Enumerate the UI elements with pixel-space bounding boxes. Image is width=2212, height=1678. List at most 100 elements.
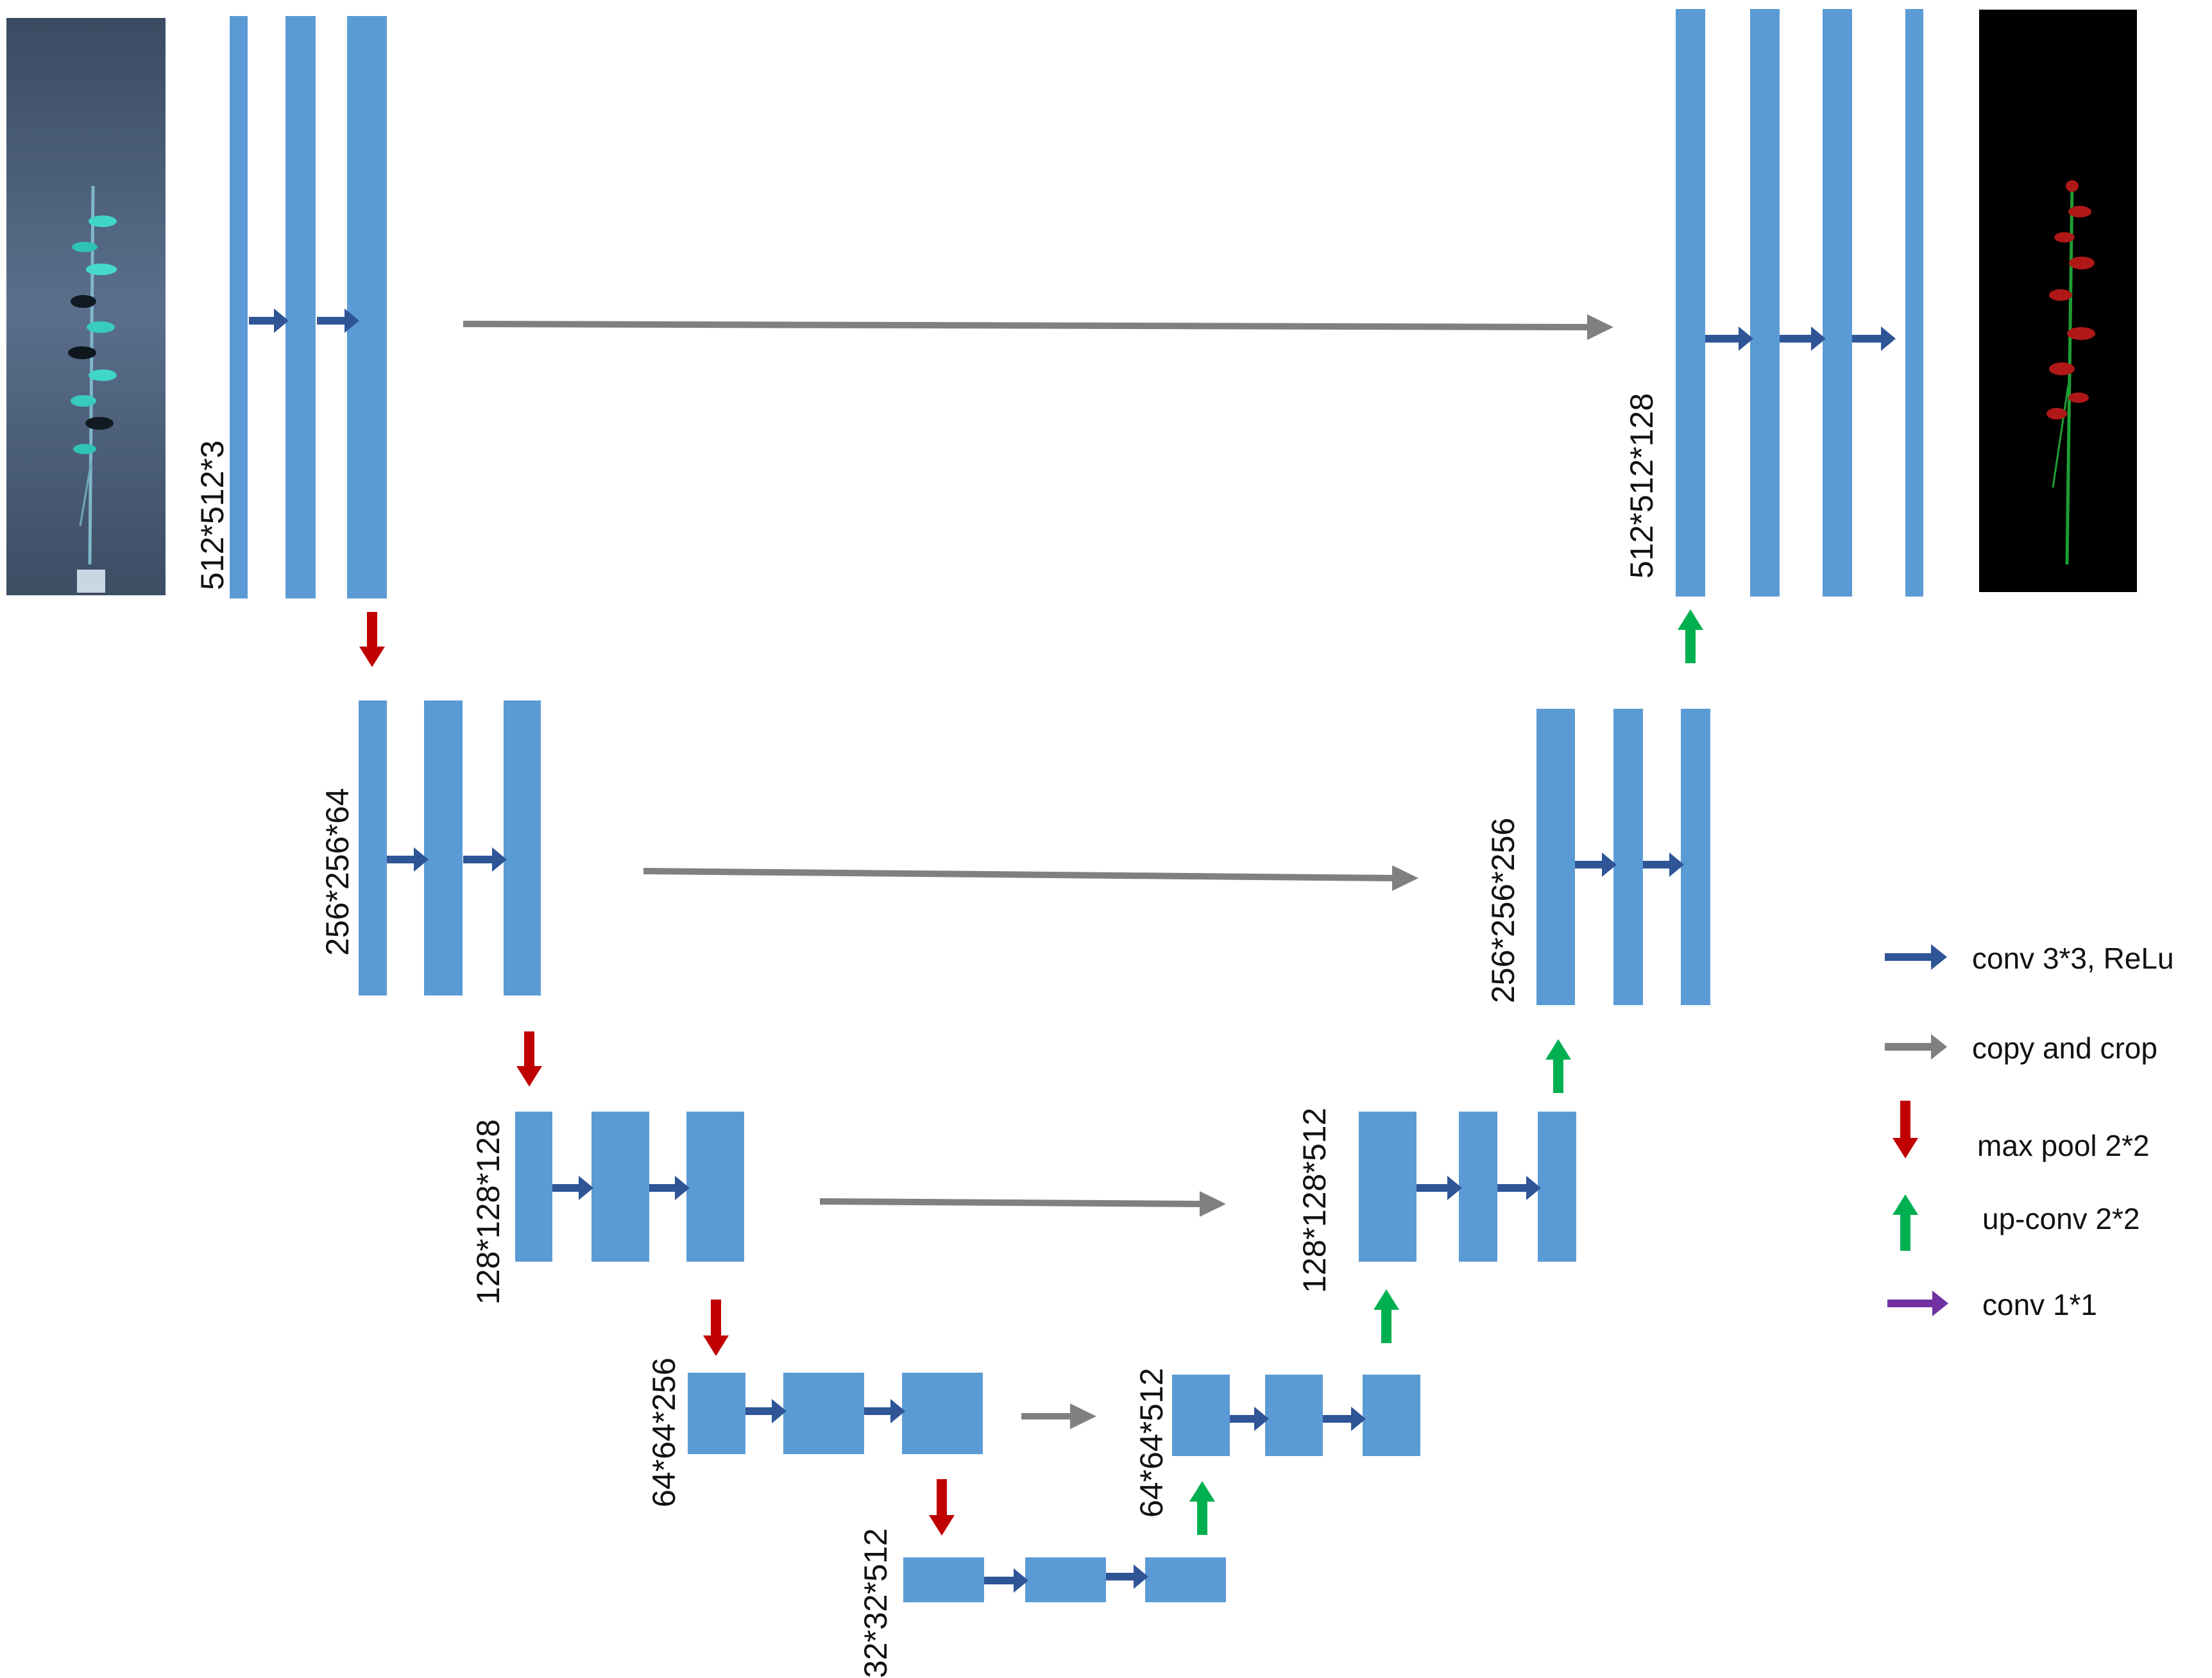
conv-legend-arrow-icon [1885,944,1947,970]
mask-leaf [2049,362,2075,375]
upconv-arrow-icon [1374,1289,1399,1343]
conv-arrow-icon [463,847,507,872]
block-dec1-d [1905,9,1923,597]
block-enc3-c [686,1112,744,1262]
block-enc2-a [359,700,387,996]
plant-leaf [89,369,117,381]
upconv-arrow-icon [1678,609,1703,663]
max-pool-arrows [359,612,955,1536]
copy-legend-arrow-icon [1885,1034,1947,1060]
label-enc4: 64*64*256 [646,1357,682,1507]
up-conv-arrows [1189,609,1703,1535]
mask-leaf [2066,180,2079,192]
input-image [6,18,166,595]
conv-arrow-icon [1780,326,1826,351]
conv1x1-legend-arrow-icon [1887,1291,1948,1316]
mask-leaf [2069,257,2095,269]
legend: conv 3*3, ReLu copy and crop max pool 2*… [1885,942,2174,1321]
conv-arrow-icon [1497,1176,1541,1200]
plant-stem [79,461,92,527]
pool-arrow-icon [929,1479,955,1536]
label-dec1: 512*512*128 [1624,393,1660,579]
legend-label-pool: max pool 2*2 [1977,1129,2150,1162]
block-enc4-b [783,1373,864,1454]
conv-arrow-icon [745,1399,787,1423]
upconv-arrow-icon [1545,1039,1571,1093]
feature-map-blocks [230,9,1923,1602]
output-image [1979,10,2137,592]
plant-leaf [72,242,98,252]
conv-arrow-icon [1417,1176,1462,1200]
block-enc4-c [902,1373,983,1454]
legend-item-upconv: up-conv 2*2 [1893,1194,2140,1251]
block-dec3-a [1359,1112,1417,1262]
conv-arrow-icon [984,1568,1028,1593]
block-enc1-c [347,16,387,598]
block-dec3-b [1459,1112,1497,1262]
block-bottleneck-a [903,1557,984,1602]
plant-leaf [71,295,96,308]
label-dec4: 64*64*512 [1134,1368,1170,1518]
block-dec3-c [1538,1112,1576,1262]
block-enc3-a [515,1112,552,1262]
plant-leaf [71,395,96,407]
plant-leaf [73,444,96,454]
legend-label-conv: conv 3*3, ReLu [1972,942,2174,975]
block-dec4-b [1265,1375,1323,1456]
label-enc3: 128*128*128 [470,1119,506,1305]
conv-arrow-icon [649,1176,690,1200]
legend-label-copy: copy and crop [1972,1031,2157,1065]
mask-stem [2052,384,2070,488]
legend-label-upconv: up-conv 2*2 [1982,1202,2140,1235]
conv-arrow-icon [1643,852,1684,877]
mask-leaf [2068,393,2089,403]
label-bottleneck: 32*32*512 [858,1528,894,1678]
legend-item-conv1x1: conv 1*1 [1887,1288,2097,1321]
block-dec2-b [1613,709,1643,1005]
mask-leaf [2068,206,2091,217]
conv-arrow-icon [1323,1407,1366,1431]
block-dec1-c [1823,9,1852,597]
plant-leaf [68,346,96,359]
block-enc1-a [230,16,248,598]
block-dec4-c [1363,1375,1420,1456]
conv-arrow-icon [1705,326,1753,351]
conv-arrow-icon [1230,1407,1269,1431]
block-enc4-a [688,1373,745,1454]
copy-arrow-icon [820,1191,1226,1217]
block-enc2-c [504,700,541,996]
copy-arrow-icon [463,314,1613,340]
conv-arrows [249,309,1896,1593]
legend-item-copy: copy and crop [1885,1031,2157,1065]
conv-arrow-icon [249,309,289,333]
conv-arrow-icon [1575,852,1617,877]
level-labels: 512*512*3 256*256*64 128*128*128 64*64*2… [194,393,1660,1678]
plant-pot [77,570,105,593]
block-dec2-a [1536,709,1575,1005]
label-dec3: 128*128*512 [1297,1108,1332,1293]
block-bottleneck-c [1145,1557,1226,1602]
conv-arrow-icon [864,1399,905,1423]
copy-crop-arrows [463,314,1613,1429]
block-enc2-b [424,700,463,996]
plant-leaf [87,321,115,333]
mask-leaf [2067,327,2095,340]
block-dec1-b [1750,9,1780,597]
label-dec2: 256*256*256 [1485,818,1521,1003]
copy-arrow-icon [1021,1403,1096,1429]
upconv-legend-arrow-icon [1893,1194,1918,1251]
plant-leaf [89,216,117,227]
conv-arrow-icon [387,847,429,872]
conv-arrow-icon [1106,1564,1148,1589]
pool-arrow-icon [359,612,385,667]
output-mask-background [1979,10,2137,592]
block-enc3-b [591,1112,649,1262]
pool-legend-arrow-icon [1893,1101,1918,1158]
plant-leaf [86,264,117,275]
conv-arrow-icon [317,309,359,333]
block-dec2-c [1681,709,1710,1005]
conv-arrow-icon [552,1176,593,1200]
label-enc2: 256*256*64 [319,788,355,956]
copy-arrow-icon [643,865,1418,891]
block-dec1-a [1676,9,1705,597]
